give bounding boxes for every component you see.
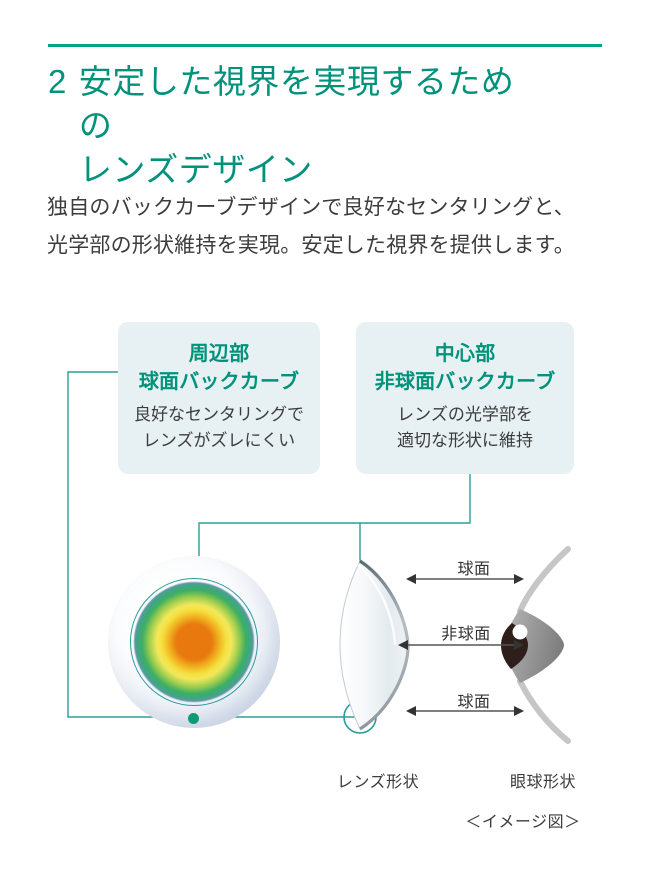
lens-optic-zone-ring xyxy=(130,578,258,706)
lens-edge-marker-dot xyxy=(188,713,199,724)
callout-peripheral-desc-line2: レンズがズレにくい xyxy=(142,431,296,450)
callout-central-desc-line2: 適切な形状に維持 xyxy=(397,431,533,450)
dimension-arrow-bottom xyxy=(406,706,524,716)
caption-lens-shape: レンズ形状 xyxy=(336,774,420,791)
section-body-text: 独自のバックカーブデザインで良好なセンタリングと、光学部の形状維持を実現。安定し… xyxy=(47,196,575,257)
callout-central: 中心部 非球面バックカーブ レンズの光学部を 適切な形状に維持 xyxy=(356,322,574,474)
callout-central-title: 中心部 非球面バックカーブ xyxy=(356,340,574,396)
caption-image-note: ＜イメージ図＞ xyxy=(465,814,581,831)
callout-central-desc-line1: レンズの光学部を xyxy=(397,405,533,424)
lens-front-view-icon xyxy=(108,556,280,728)
eye-highlight-dot xyxy=(512,624,528,640)
heading-line-2: レンズデザイン xyxy=(78,151,313,188)
callout-peripheral-desc-line1: 良好なセンタリングで xyxy=(134,405,304,424)
header-rule xyxy=(48,44,602,47)
dimension-label-top: 球面 xyxy=(457,561,491,578)
callout-peripheral-title: 周辺部 球面バックカーブ xyxy=(118,340,320,396)
lens-design-diagram: 周辺部 球面バックカーブ 良好なセンタリングで レンズがズレにくい 中心部 非球… xyxy=(0,300,650,860)
section-number: 2 xyxy=(48,63,67,100)
callout-peripheral-title-line1: 周辺部 xyxy=(188,343,250,365)
dimension-label-middle: 非球面 xyxy=(441,626,491,643)
caption-eye-shape: 眼球形状 xyxy=(509,774,576,791)
dimension-label-bottom: 球面 xyxy=(457,694,491,711)
callout-central-title-line2: 非球面バックカーブ xyxy=(374,371,556,393)
callout-peripheral-desc: 良好なセンタリングで レンズがズレにくい xyxy=(118,402,320,454)
callout-central-desc: レンズの光学部を 適切な形状に維持 xyxy=(356,402,574,454)
lens-highlight xyxy=(357,564,397,646)
callout-peripheral: 周辺部 球面バックカーブ 良好なセンタリングで レンズがズレにくい xyxy=(118,322,320,474)
section-heading-text: 安定した視界を実現するための レンズデザイン xyxy=(79,60,539,192)
heading-line-1: 安定した視界を実現するための xyxy=(78,63,515,144)
eye-sclera-lower xyxy=(517,678,571,744)
dimension-arrow-middle xyxy=(398,640,524,650)
page-title: 2 安定した視界を実現するための レンズデザイン xyxy=(48,60,608,192)
connector-central xyxy=(198,474,471,582)
callout-central-title-line1: 中心部 xyxy=(434,343,496,365)
dimension-arrow-top xyxy=(406,574,524,584)
eye-sclera-upper xyxy=(517,546,571,614)
callout-peripheral-title-line2: 球面バックカーブ xyxy=(138,371,300,393)
